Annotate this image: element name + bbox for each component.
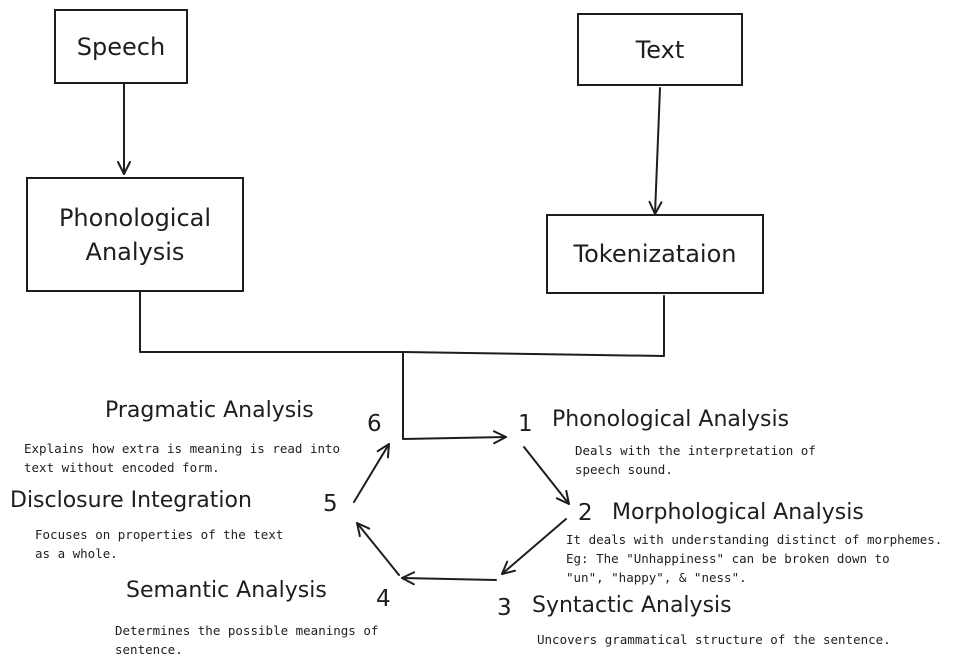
step-4-description: Determines the possible meanings of sent… — [115, 623, 379, 657]
tokenization-box: Tokenizataion — [546, 214, 764, 294]
arrow-text-to-tokenization — [648, 87, 663, 215]
text-box: Text — [577, 13, 743, 86]
step-1-number: 1 — [518, 411, 533, 437]
step-3-title: Syntactic Analysis — [532, 593, 732, 618]
speech-label: Speech — [76, 32, 166, 61]
step-5-number: 5 — [323, 491, 338, 517]
phonological-analysis-label: Phonological Analysis — [58, 203, 212, 266]
phonological-analysis-box: Phonological Analysis — [26, 177, 244, 292]
text-label: Text — [635, 35, 685, 64]
speech-box: Speech — [54, 9, 188, 84]
step-2-title: Morphological Analysis — [612, 500, 864, 525]
arrow-step2-to-step3 — [500, 518, 567, 575]
arrow-step1-to-step2 — [523, 446, 570, 505]
step-2-description: It deals with understanding distinct of … — [566, 532, 943, 585]
step-5-description: Focuses on properties of the text as a w… — [35, 527, 284, 561]
step-4-number: 4 — [376, 586, 391, 612]
step-6-description: Explains how extra is meaning is read in… — [24, 441, 341, 475]
step-6-title: Pragmatic Analysis — [105, 398, 314, 423]
arrow-step5-to-step6 — [353, 443, 390, 503]
step-4-title: Semantic Analysis — [126, 578, 327, 603]
step-5-title: Disclosure Integration — [10, 488, 252, 513]
arrow-step3-to-step4 — [401, 571, 497, 586]
step-1-title: Phonological Analysis — [552, 407, 790, 432]
step-1-description: Deals with the interpretation of speech … — [575, 443, 816, 477]
step-3-description: Uncovers grammatical structure of the se… — [537, 632, 891, 647]
step-2-number: 2 — [578, 500, 593, 526]
step-6-number: 6 — [367, 411, 382, 437]
merge-connector — [139, 291, 665, 357]
tokenization-label: Tokenizataion — [573, 240, 737, 268]
arrow-merge-to-step1 — [402, 351, 507, 445]
step-3-number: 3 — [497, 595, 512, 621]
arrow-step4-to-step5 — [356, 522, 400, 576]
